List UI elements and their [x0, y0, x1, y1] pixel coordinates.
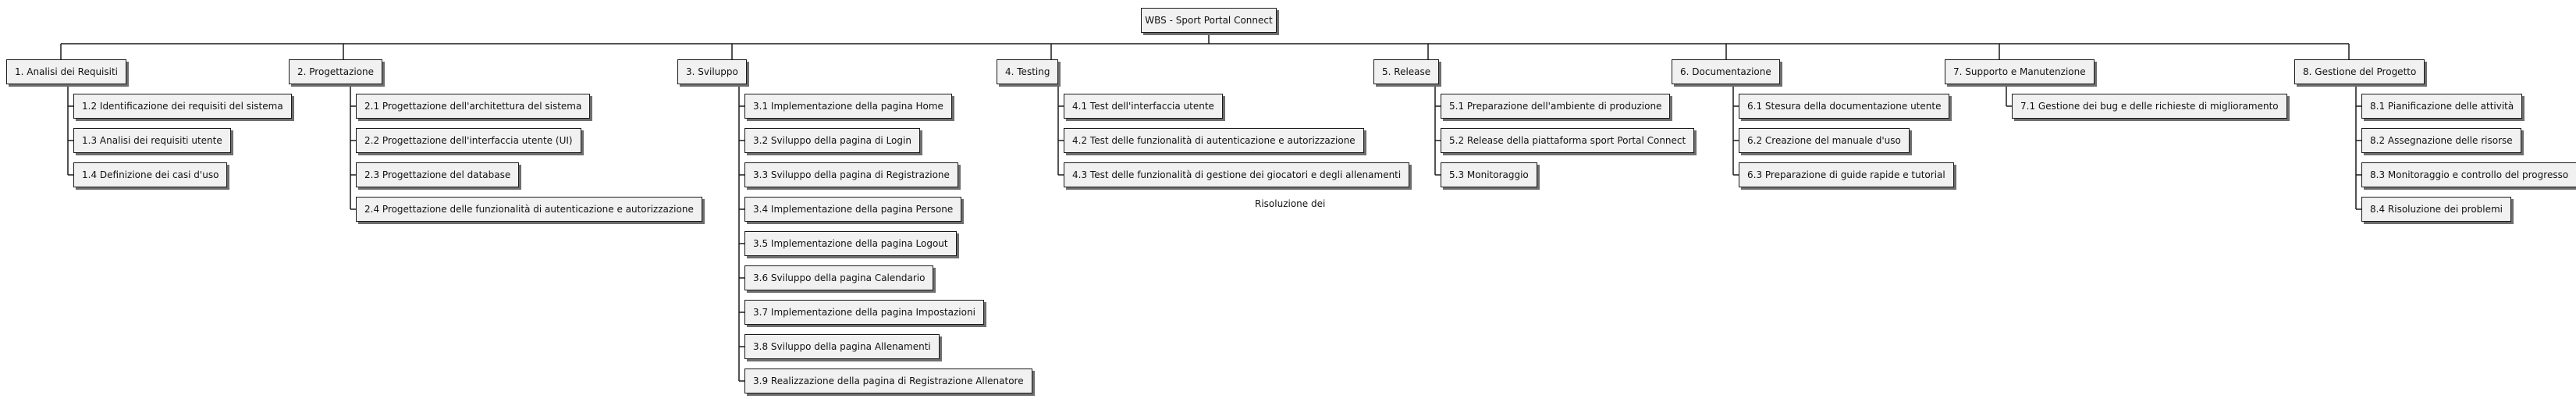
task-node-5-3: 5.3 Monitoraggio	[1441, 162, 1537, 187]
group-node-6-label: 6. Documentazione	[1680, 66, 1771, 77]
task-node-1-3-label: 1.4 Definizione dei casi d'uso	[82, 169, 219, 180]
group-node-4-label: 4. Testing	[1005, 66, 1050, 77]
task-node-1-3: 1.4 Definizione dei casi d'uso	[73, 162, 228, 187]
group-node-4: 4. Testing	[997, 59, 1059, 84]
task-node-2-1-label: 2.1 Progettazione dell'architettura del …	[364, 101, 582, 112]
task-node-6-1-label: 6.1 Stesura della documentazione utente	[1747, 101, 1942, 112]
task-node-3-3-label: 3.3 Sviluppo della pagina di Registrazio…	[753, 169, 950, 180]
task-node-2-4: 2.4 Progettazione delle funzionalità di …	[356, 197, 702, 222]
task-node-2-2-label: 2.2 Progettazione dell'interfaccia utent…	[364, 135, 573, 146]
task-node-3-4: 3.4 Implementazione della pagina Persone	[744, 197, 962, 222]
task-node-7-1: 7.1 Gestione dei bug e delle richieste d…	[2012, 94, 2287, 119]
task-node-6-2: 6.2 Creazione del manuale d'uso	[1739, 128, 1910, 153]
task-node-2-3-label: 2.3 Progettazione del database	[364, 169, 511, 180]
task-node-4-1: 4.1 Test dell'interfaccia utente	[1064, 94, 1223, 119]
task-node-3-9: 3.9 Realizzazione della pagina di Regist…	[744, 368, 1032, 393]
task-node-6-1: 6.1 Stesura della documentazione utente	[1739, 94, 1950, 119]
task-node-5-1-label: 5.1 Preparazione dell'ambiente di produz…	[1449, 101, 1662, 112]
task-node-8-3-label: 8.3 Monitoraggio e controllo del progres…	[2370, 169, 2569, 180]
task-node-5-1: 5.1 Preparazione dell'ambiente di produz…	[1441, 94, 1671, 119]
task-node-3-7: 3.7 Implementazione della pagina Imposta…	[744, 300, 984, 325]
task-node-4-3: 4.3 Test delle funzionalità di gestione …	[1064, 162, 1410, 187]
task-node-2-1: 2.1 Progettazione dell'architettura del …	[356, 94, 591, 119]
task-node-3-1: 3.1 Implementazione della pagina Home	[744, 94, 952, 119]
task-node-5-2-label: 5.2 Release della piattaforma sport Port…	[1449, 135, 1686, 146]
task-node-4-2-label: 4.2 Test delle funzionalità di autentica…	[1072, 135, 1356, 146]
group-node-6: 6. Documentazione	[1672, 59, 1780, 84]
task-node-4-3-label: 4.3 Test delle funzionalità di gestione …	[1072, 169, 1402, 180]
task-node-1-2-label: 1.3 Analisi dei requisiti utente	[82, 135, 222, 146]
task-node-8-3: 8.3 Monitoraggio e controllo del progres…	[2361, 162, 2576, 187]
group-node-8: 8. Gestione del Progetto	[2294, 59, 2425, 84]
task-node-3-5: 3.5 Implementazione della pagina Logout	[744, 231, 957, 256]
task-node-6-3-label: 6.3 Preparazione di guide rapide e tutor…	[1747, 169, 1945, 180]
task-node-7-1-label: 7.1 Gestione dei bug e delle richieste d…	[2020, 101, 2279, 112]
task-node-3-6-label: 3.6 Sviluppo della pagina Calendario	[753, 272, 926, 283]
group-node-7: 7. Supporto e Manutenzione	[1945, 59, 2095, 84]
task-node-2-2: 2.2 Progettazione dell'interfaccia utent…	[356, 128, 581, 153]
group-node-8-label: 8. Gestione del Progetto	[2303, 66, 2417, 77]
task-node-3-9-label: 3.9 Realizzazione della pagina di Regist…	[753, 376, 1024, 386]
task-node-8-1-label: 8.1 Pianificazione delle attività	[2370, 101, 2514, 112]
task-node-3-1-label: 3.1 Implementazione della pagina Home	[753, 101, 943, 112]
task-node-4-2: 4.2 Test delle funzionalità di autentica…	[1064, 128, 1364, 153]
task-node-3-8: 3.8 Sviluppo della pagina Allenamenti	[744, 334, 940, 359]
root-label: WBS - Sport Portal Connect	[1145, 15, 1273, 26]
task-node-8-2-label: 8.2 Assegnazione delle risorse	[2370, 135, 2513, 146]
task-node-3-4-label: 3.4 Implementazione della pagina Persone	[753, 204, 954, 215]
group-node-5-label: 5. Release	[1382, 66, 1431, 77]
group-node-2: 2. Progettazione	[289, 59, 383, 84]
group-node-2-label: 2. Progettazione	[297, 66, 375, 77]
group-node-7-label: 7. Supporto e Manutenzione	[1953, 66, 2086, 77]
wbs-root-node: WBS - Sport Portal Connect	[1141, 8, 1277, 33]
task-node-3-3: 3.3 Sviluppo della pagina di Registrazio…	[744, 162, 958, 187]
task-node-1-1-label: 1.2 Identificazione dei requisiti del si…	[82, 101, 283, 112]
task-node-8-4-label: 8.4 Risoluzione dei problemi	[2370, 204, 2503, 215]
task-node-1-2: 1.3 Analisi dei requisiti utente	[73, 128, 231, 153]
task-node-3-5-label: 3.5 Implementazione della pagina Logout	[753, 238, 948, 249]
stray-text: Risoluzione dei	[1255, 198, 1326, 209]
task-node-1-1: 1.2 Identificazione dei requisiti del si…	[73, 94, 292, 119]
group-node-1-label: 1. Analisi dei Requisiti	[15, 66, 119, 77]
group-node-5: 5. Release	[1373, 59, 1440, 84]
group-node-3: 3. Sviluppo	[677, 59, 747, 84]
task-node-3-2-label: 3.2 Sviluppo della pagina di Login	[753, 135, 911, 146]
task-node-8-4: 8.4 Risoluzione dei problemi	[2361, 197, 2512, 222]
task-node-5-2: 5.2 Release della piattaforma sport Port…	[1441, 128, 1695, 153]
task-node-8-2: 8.2 Assegnazione delle risorse	[2361, 128, 2521, 153]
group-node-1: 1. Analisi dei Requisiti	[6, 59, 127, 84]
task-node-2-4-label: 2.4 Progettazione delle funzionalità di …	[364, 204, 694, 215]
task-node-5-3-label: 5.3 Monitoraggio	[1449, 169, 1529, 180]
task-node-3-8-label: 3.8 Sviluppo della pagina Allenamenti	[753, 341, 931, 352]
task-node-8-1: 8.1 Pianificazione delle attività	[2361, 94, 2523, 119]
task-node-4-1-label: 4.1 Test dell'interfaccia utente	[1072, 101, 1214, 112]
task-node-3-6: 3.6 Sviluppo della pagina Calendario	[744, 265, 934, 290]
group-node-3-label: 3. Sviluppo	[686, 66, 738, 77]
task-node-2-3: 2.3 Progettazione del database	[356, 162, 520, 187]
task-node-3-7-label: 3.7 Implementazione della pagina Imposta…	[753, 307, 975, 318]
task-node-3-2: 3.2 Sviluppo della pagina di Login	[744, 128, 920, 153]
task-node-6-2-label: 6.2 Creazione del manuale d'uso	[1747, 135, 1901, 146]
task-node-6-3: 6.3 Preparazione di guide rapide e tutor…	[1739, 162, 1954, 187]
